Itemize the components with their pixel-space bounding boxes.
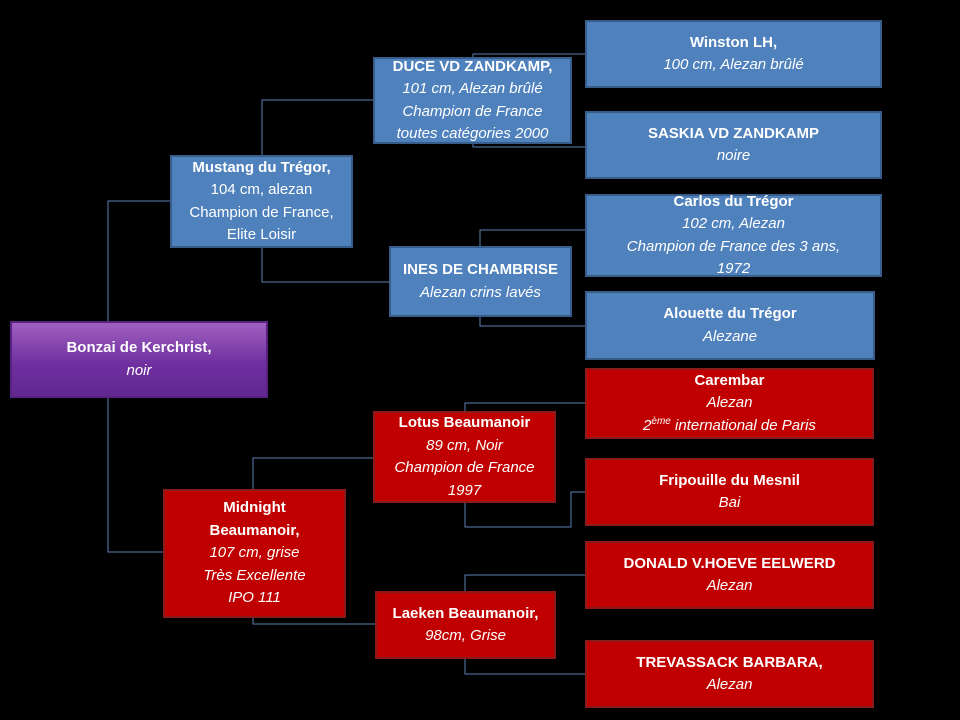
ancestor-detail: 102 cm, Alezan [682,215,785,232]
dam-sire-node: Lotus Beaumanoir 89 cm, Noir Champion de… [373,411,556,503]
dam-dam-detail: 98cm, Grise [425,627,506,644]
sire-sire-detail: toutes catégories 2000 [396,125,549,142]
ancestor-name: TREVASSACK BARBARA, [636,653,823,671]
dam-detail: IPO 111 [228,589,281,607]
sire-connector [261,99,389,283]
ancestor-detail: 100 cm, Alezan brûlé [663,56,804,73]
dam-name: Beaumanoir, [209,521,300,539]
sire-dam-node: INES DE CHAMBRISE Alezan crins lavés [389,246,572,317]
dam-node: Midnight Beaumanoir, 107 cm, grise Très … [163,489,346,618]
sire-sire-name: DUCE VD ZANDKAMP, [392,57,553,75]
dam-connector [252,457,375,625]
sire-node: Mustang du Trégor, 104 cm, alezan Champi… [170,155,353,248]
dam-dam-name: Laeken Beaumanoir, [392,604,539,622]
ancestor-name: SASKIA VD ZANDKAMP [647,124,820,142]
dam-dam-connector [464,574,585,675]
sire-sire-node: DUCE VD ZANDKAMP, 101 cm, Alezan brûlé C… [373,57,572,144]
root-color: noir [126,361,152,379]
dam-sire-detail: 89 cm, Noir [426,436,503,454]
ancestor-detail: Alezane [702,327,758,345]
sire-dam-connector [479,229,585,327]
root-name: Bonzai de Kerchrist, [66,339,212,356]
ancestor-detail: Alezan [706,676,753,693]
dam-dam-node: Laeken Beaumanoir, 98cm, Grise [375,591,556,659]
dam-detail: 107 cm, grise [209,544,300,562]
dam-sire-name: Lotus Beaumanoir [398,414,531,431]
ancestor-saskia-node: SASKIA VD ZANDKAMP noire [585,111,882,179]
dam-sire-connector [464,402,585,528]
sire-dam-detail: Alezan crins lavés [420,283,541,301]
ancestor-title-suffix: ème [651,415,671,427]
ancestor-detail: Champion de France des 3 ans, [626,237,841,255]
sire-sire-connector [472,53,585,148]
ancestor-detail: Alezan [706,577,753,594]
ancestor-carembar-node: Carembar Alezan 2ème international de Pa… [585,368,874,439]
ancestor-alouette-node: Alouette du Trégor Alezane [585,291,875,360]
ancestor-detail: Alezan [706,394,753,412]
sire-detail: Champion de France, [189,203,334,221]
sire-detail: Elite Loisir [226,226,297,243]
ancestor-name: Carlos du Trégor [673,192,794,210]
sire-detail: 104 cm, alezan [210,181,313,198]
ancestor-detail: Bai [718,494,741,511]
ancestor-title: 2ème international de Paris [643,415,816,438]
ancestor-title-number: 2 [643,416,652,434]
ancestor-name: Alouette du Trégor [663,305,797,322]
ancestor-detail: 1972 [716,260,751,277]
ancestor-fripouille-node: Fripouille du Mesnil Bai [585,458,874,526]
ancestor-title-text: international de Paris [670,416,816,434]
ancestor-donald-node: DONALD V.HOEVE EELWERD Alezan [585,541,874,609]
ancestor-winston-node: Winston LH, 100 cm, Alezan brûlé [585,20,882,88]
root-node: Bonzai de Kerchrist, noir [10,321,268,398]
ancestor-name: Carembar [694,371,765,389]
ancestor-carlos-node: Carlos du Trégor 102 cm, Alezan Champion… [585,192,882,277]
dam-sire-detail: 1997 [447,481,482,499]
ancestor-trevassack-node: TREVASSACK BARBARA, Alezan [585,640,874,708]
dam-detail: Très Excellente [203,566,306,584]
sire-dam-name: INES DE CHAMBRISE [402,261,559,278]
sire-name: Mustang du Trégor, [192,158,331,176]
ancestor-detail: noire [716,147,751,164]
ancestor-name: DONALD V.HOEVE EELWERD [623,554,836,572]
dam-name: Midnight [223,499,286,517]
dam-sire-detail: Champion de France [394,459,535,476]
sire-sire-detail: Champion de France [402,102,543,120]
ancestor-name: Winston LH, [689,33,778,51]
sire-sire-detail: 101 cm, Alezan brûlé [402,80,543,97]
ancestor-name: Fripouille du Mesnil [659,471,800,489]
